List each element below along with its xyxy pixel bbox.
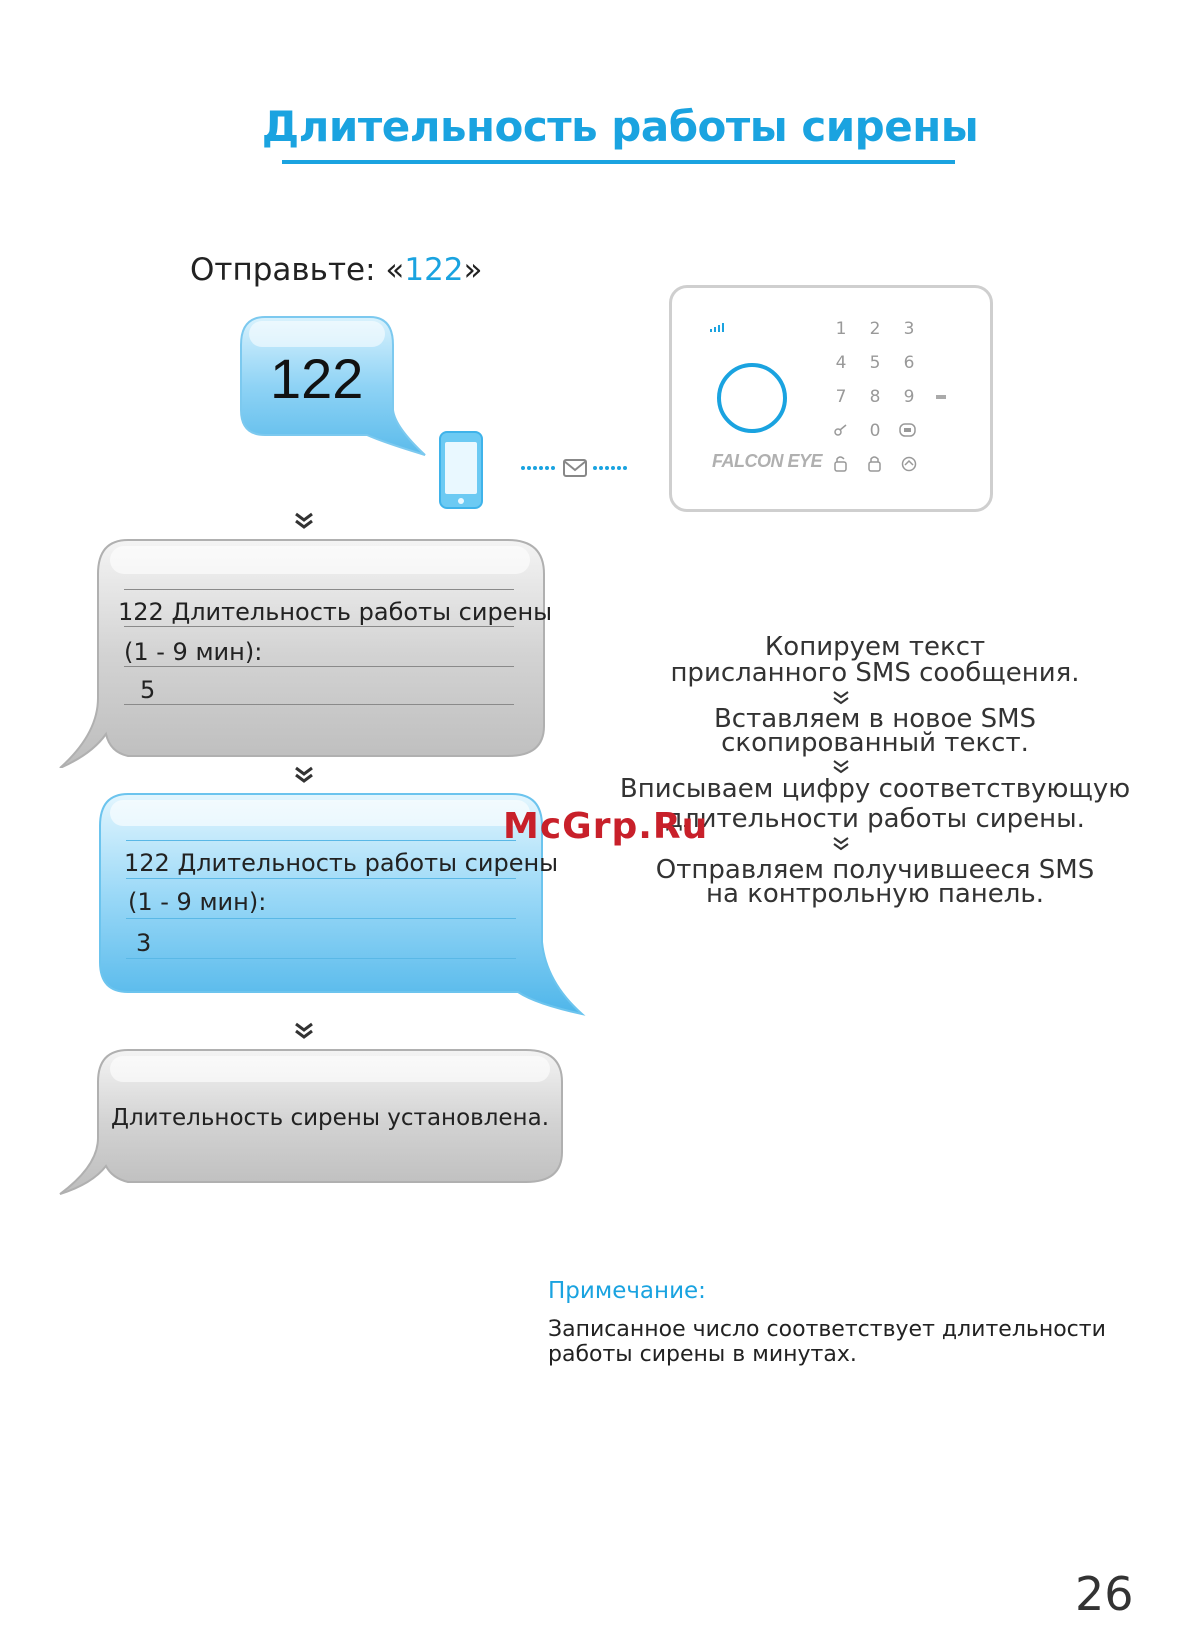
chevron-down-icon [833, 691, 849, 705]
divider [124, 666, 514, 667]
step-1-line-1: Копируем текст [764, 632, 986, 662]
edit-line-1: 122 Длительность работы сирены [124, 849, 559, 877]
key-6: 6 [903, 353, 915, 373]
key-7: 7 [835, 387, 847, 407]
divider [126, 840, 516, 841]
send-label: Отправьте: « [190, 252, 405, 288]
unlock-icon [868, 456, 881, 472]
page-number: 26 [1075, 1567, 1134, 1621]
sms-bubble-text: 122 [270, 347, 364, 410]
brand-logo: FALCON EYE [712, 451, 823, 471]
key-5: 5 [869, 353, 881, 373]
divider [126, 958, 516, 959]
step-4-line-2: на контрольную панель. [706, 879, 1044, 909]
key-9: 9 [903, 387, 915, 407]
edit-bubble [99, 793, 586, 1016]
title-underline [282, 160, 955, 164]
key-2: 2 [869, 319, 881, 339]
step-1-line-2: присланного SMS сообщения. [670, 658, 1080, 688]
divider [124, 704, 514, 705]
step-3-line-1: Вписываем цифру соответствующую [619, 774, 1131, 804]
send-code: 122 [404, 252, 464, 288]
key-icon [834, 424, 847, 436]
reply-bubble [59, 539, 545, 768]
reply-line-1: 122 Длительность работы сирены [118, 598, 553, 626]
confirm-text: Длительность сирены установлена. [111, 1105, 549, 1131]
note-line-2: работы сирены в минутах. [548, 1342, 857, 1367]
status-ring-icon [717, 363, 787, 433]
minus-indicator [936, 395, 946, 399]
key-1: 1 [835, 319, 847, 339]
key-3: 3 [903, 319, 915, 339]
note-line-1: Записанное число соответствует длительно… [548, 1317, 1106, 1342]
phone-icon [439, 431, 483, 509]
page-title: Длительность работы сирены [261, 102, 979, 151]
note-text: Записанное число соответствует длительно… [548, 1317, 1106, 1367]
step-2-line-1: Вставляем в новое SMS [713, 704, 1037, 734]
message-transfer-icon [521, 459, 627, 477]
step-2-line-2: скопированный текст. [721, 728, 1029, 758]
note-title: Примечание: [548, 1278, 706, 1304]
send-close: » [463, 252, 483, 288]
step-3-line-2: длительности работы сирены. [665, 804, 1085, 834]
confirm-bubble [59, 1049, 563, 1195]
divider [124, 626, 514, 627]
reply-line-3: 5 [140, 676, 156, 704]
home-icon [901, 456, 917, 472]
key-4: 4 [835, 353, 847, 373]
send-instruction: Отправьте: «122» [190, 252, 482, 288]
divider [124, 589, 514, 590]
chevron-down-icon [295, 1022, 313, 1039]
sos-icon [899, 423, 916, 437]
divider [126, 878, 516, 879]
divider [126, 918, 516, 919]
chevron-down-icon [295, 766, 313, 783]
sms-bubble [240, 316, 426, 456]
chevron-down-icon [833, 760, 849, 774]
edit-line-2: (1 - 9 мин): [128, 888, 267, 916]
chevron-down-icon [833, 837, 849, 851]
chevron-down-icon [295, 512, 313, 529]
key-0: 0 [869, 421, 881, 441]
signal-icon [710, 323, 724, 332]
reply-line-2: (1 - 9 мин): [124, 638, 263, 666]
lock-icon [834, 456, 847, 472]
edit-line-3: 3 [136, 929, 152, 957]
watermark: McGrp.Ru [503, 806, 709, 847]
key-8: 8 [869, 387, 881, 407]
step-4-line-1: Отправляем получившееся SMS [655, 855, 1095, 885]
